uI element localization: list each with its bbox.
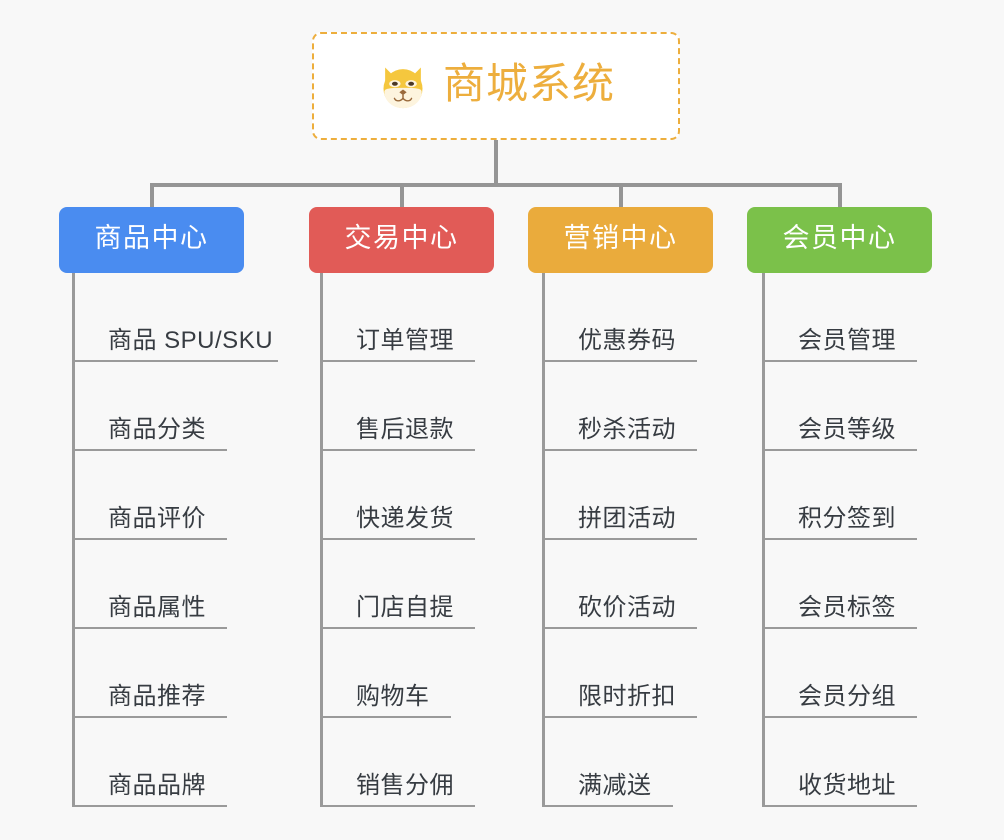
leaf-item-label: 会员标签 (798, 593, 896, 621)
leaf-item-label: 积分签到 (798, 504, 896, 532)
leaf-item[interactable]: 商品推荐 (72, 629, 227, 718)
category-label-trade-center: 交易中心 (344, 223, 459, 253)
leaf-item-label: 限时折扣 (578, 682, 676, 710)
leaf-item-label: 优惠券码 (578, 326, 676, 354)
leaf-item-label: 商品 SPU/SKU (108, 326, 274, 354)
leaf-item-label: 会员管理 (798, 326, 896, 354)
leaf-item[interactable]: 拼团活动 (542, 451, 697, 540)
leaf-item[interactable]: 会员等级 (762, 362, 917, 451)
branch-product-center: 商品 SPU/SKU 商品分类商品评价商品属性商品推荐商品品牌 (72, 273, 332, 807)
leaf-item-label: 售后退款 (356, 415, 454, 443)
connector-stem (494, 140, 498, 185)
leaf-item[interactable]: 商品 SPU/SKU (72, 273, 278, 362)
leaf-item[interactable]: 商品评价 (72, 451, 227, 540)
branch-trade-center: 订单管理售后退款快递发货门店自提购物车销售分佣 (320, 273, 580, 807)
branch-member-center: 会员管理会员等级积分签到会员标签会员分组收货地址 (762, 273, 1004, 807)
branch-trunk-product-center (72, 273, 75, 807)
leaf-item[interactable]: 会员管理 (762, 273, 917, 362)
leaf-item[interactable]: 商品属性 (72, 540, 227, 629)
leaf-item[interactable]: 优惠券码 (542, 273, 697, 362)
category-label-member-center: 会员中心 (782, 223, 897, 253)
leaf-item-label: 商品分类 (108, 415, 206, 443)
leaf-item[interactable]: 秒杀活动 (542, 362, 697, 451)
leaf-item-label: 会员分组 (798, 682, 896, 710)
leaf-item[interactable]: 会员分组 (762, 629, 917, 718)
leaf-item-label: 秒杀活动 (578, 415, 676, 443)
connector-drop-trade-center (399, 183, 404, 209)
category-box-member-center[interactable]: 会员中心 (747, 207, 932, 273)
branch-trunk-marketing-center (542, 273, 545, 807)
leaf-item-label: 购物车 (356, 682, 430, 710)
connector-bus (150, 183, 838, 187)
leaf-item-label: 砍价活动 (578, 593, 676, 621)
category-box-trade-center[interactable]: 交易中心 (309, 207, 494, 273)
leaf-item[interactable]: 限时折扣 (542, 629, 697, 718)
leaf-item[interactable]: 购物车 (320, 629, 451, 718)
leaf-item[interactable]: 销售分佣 (320, 718, 475, 807)
leaf-item[interactable]: 收货地址 (762, 718, 917, 807)
leaf-item-label: 门店自提 (356, 593, 454, 621)
connector-drop-product-center (149, 183, 154, 209)
leaf-item[interactable]: 砍价活动 (542, 540, 697, 629)
connector-drop-member-center (837, 183, 842, 209)
leaf-item[interactable]: 商品分类 (72, 362, 227, 451)
category-box-product-center[interactable]: 商品中心 (59, 207, 244, 273)
branch-trunk-trade-center (320, 273, 323, 807)
branch-marketing-center: 优惠券码秒杀活动拼团活动砍价活动限时折扣满减送 (542, 273, 802, 807)
leaf-item-label: 商品推荐 (108, 682, 206, 710)
leaf-item[interactable]: 会员标签 (762, 540, 917, 629)
leaf-item-label: 收货地址 (798, 771, 896, 799)
root-node[interactable]: 商城系统 (312, 32, 680, 140)
leaf-item[interactable]: 售后退款 (320, 362, 475, 451)
leaf-item-label: 订单管理 (356, 326, 454, 354)
shiba-dog-face-icon (383, 67, 423, 109)
leaf-item[interactable]: 门店自提 (320, 540, 475, 629)
leaf-item-label: 商品品牌 (108, 771, 206, 799)
branch-trunk-member-center (762, 273, 765, 807)
leaf-item-label: 商品属性 (108, 593, 206, 621)
leaf-item-label: 商品评价 (108, 504, 206, 532)
leaf-item[interactable]: 积分签到 (762, 451, 917, 540)
leaf-item[interactable]: 订单管理 (320, 273, 475, 362)
category-label-product-center: 商品中心 (94, 223, 209, 253)
leaf-item-label: 销售分佣 (356, 771, 454, 799)
leaf-item-label: 快递发货 (356, 504, 454, 532)
leaf-item-label: 拼团活动 (578, 504, 676, 532)
leaf-item-label: 满减送 (578, 771, 652, 799)
root-title: 商城系统 (442, 60, 615, 107)
connector-drop-marketing-center (618, 183, 623, 209)
category-label-marketing-center: 营销中心 (563, 223, 678, 253)
leaf-item-label: 会员等级 (798, 415, 896, 443)
category-box-marketing-center[interactable]: 营销中心 (528, 207, 713, 273)
leaf-item[interactable]: 商品品牌 (72, 718, 227, 807)
leaf-item[interactable]: 满减送 (542, 718, 673, 807)
leaf-item[interactable]: 快递发货 (320, 451, 475, 540)
